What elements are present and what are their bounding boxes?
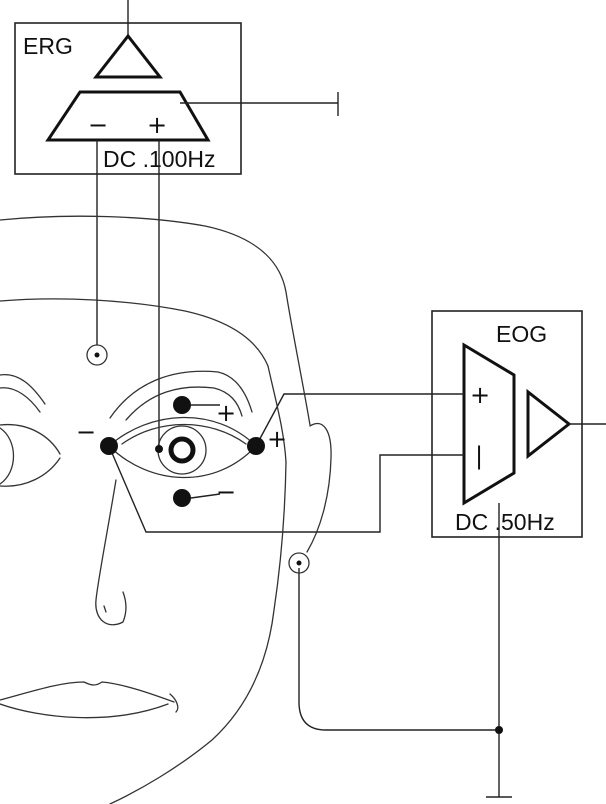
nostril [103, 605, 107, 613]
left-eye-upper-lid [0, 423, 61, 455]
jaw-outline [109, 461, 287, 804]
right-eyebrow-upper [109, 370, 253, 419]
eog-plus-input: + [470, 381, 490, 409]
left-eye-iris [0, 427, 14, 485]
earlobe-electrode [288, 552, 310, 574]
right-eye-lower-lid [108, 445, 257, 479]
face-outline [0, 215, 332, 804]
erg-title: ERG [23, 33, 73, 59]
eog-output-stage [526, 388, 572, 460]
right-eye-upper-lid [108, 416, 257, 447]
left-eyebrow-lower [0, 387, 41, 413]
nose-outline [95, 479, 127, 626]
erg-output-stage [92, 33, 164, 79]
corneal-contact-electrode [168, 436, 196, 464]
eog-plus-lead [255, 393, 464, 447]
eog-filter-label: DC .50Hz [455, 509, 555, 535]
right-eyebrow-lower [125, 386, 243, 421]
right-eye-iris [157, 425, 207, 475]
left-eyebrow-upper [0, 374, 46, 405]
forehead-reference-electrode-center [94, 352, 100, 358]
lip-corner [169, 693, 179, 713]
upper-lid-electrode [173, 396, 191, 414]
lower-lid-electrode [173, 489, 191, 507]
right-eye-crease [121, 423, 247, 445]
lower-electrode-lead [190, 493, 221, 499]
erg-plus-input: + [147, 111, 167, 139]
inner-canthus-electrode [100, 437, 118, 455]
head-top-line [0, 215, 311, 426]
eog-minus-input: | [475, 442, 483, 470]
inner-canthus-sign: − [76, 418, 96, 446]
upper-lip [0, 681, 175, 703]
erg-amplifier-block: ERG − + DC .100Hz [14, 0, 339, 175]
erg-active-tip [155, 445, 163, 453]
hairline-curve [0, 298, 269, 367]
earlobe-electrode-center [296, 560, 302, 566]
eog-minus-lead [108, 445, 464, 533]
lower-lip [0, 703, 169, 719]
ear-outline [306, 423, 332, 553]
eog-title: EOG [496, 321, 547, 347]
outer-canthus-electrode [247, 437, 265, 455]
eog-amplifier-block: EOG + | DC .50Hz [431, 310, 606, 538]
lower-electrode-sign: − [216, 478, 236, 506]
forehead-reference-electrode [86, 344, 108, 366]
upper-electrode-sign: + [216, 399, 236, 427]
eog-differential-stage [462, 342, 516, 506]
erg-minus-input: − [88, 111, 108, 139]
earlobe-ground-lead [298, 568, 499, 731]
ground-junction [495, 726, 503, 734]
outer-canthus-sign: + [267, 425, 287, 453]
left-eye-lower-lid [0, 457, 61, 487]
erg-differential-stage [45, 90, 211, 142]
temple-line [267, 365, 287, 463]
